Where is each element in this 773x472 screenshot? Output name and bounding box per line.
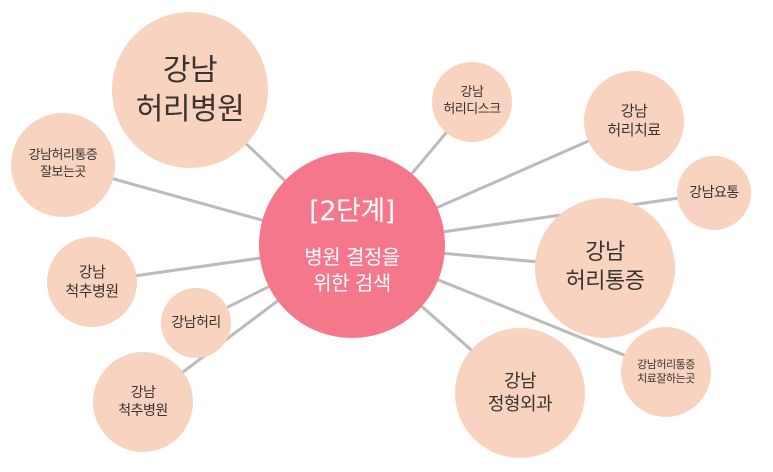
node-gangnam-back-pain: 강남 허리통증 <box>535 198 675 338</box>
center-line2: 위한 검색 <box>313 270 391 295</box>
node-gangnam-back: 강남허리 <box>161 288 231 358</box>
node-label: 강남 <box>78 262 106 281</box>
node-gangnam-back-disc: 강남 허리디스크 <box>432 62 512 142</box>
node-gangnam-lumbago: 강남요통 <box>677 156 751 230</box>
node-gangnam-spine-hospital: 강남 척추병원 <box>47 237 137 327</box>
node-gangnam-back-treatment: 강남 허리치료 <box>584 71 684 171</box>
node-label: 강남허리 <box>171 314 221 331</box>
node-gangnam-orthopedics: 강남 정형외과 <box>455 328 585 458</box>
node-label: 척추병원 <box>65 282 119 300</box>
node-label: 강남 <box>503 370 537 392</box>
center-title: [2단계] <box>309 196 395 228</box>
node-label: 강남 <box>460 85 484 101</box>
node-label: 강남요통 <box>689 184 739 201</box>
node-label: 허리병원 <box>135 92 245 127</box>
node-label: 강남 <box>585 240 625 266</box>
node-back-pain-best-treatment: 강남허리통증 치료잘하는곳 <box>621 327 711 417</box>
center-line1: 병원 결정을 <box>304 244 400 269</box>
center-node: [2단계] 병원 결정을 위한 검색 <box>259 152 445 338</box>
node-gangnam-spine-hospital-bottom: 강남 척추병원 <box>93 352 193 452</box>
node-label: 잘보는곳 <box>40 165 86 180</box>
node-label: 강남 <box>130 384 156 401</box>
node-back-pain-good-clinic: 강남허리통증 잘보는곳 <box>11 113 115 217</box>
node-label: 정형외과 <box>487 394 553 415</box>
node-label: 강남 <box>162 53 218 88</box>
node-label: 강남허리통증 <box>28 148 98 164</box>
node-label: 허리통증 <box>565 269 645 294</box>
node-gangnam-back-hospital: 강남 허리병원 <box>112 12 268 168</box>
node-label: 치료잘하는곳 <box>637 372 695 385</box>
node-label: 강남 <box>620 101 648 120</box>
node-label: 강남허리통증 <box>637 357 695 371</box>
node-label: 허리디스크 <box>443 102 501 117</box>
node-label: 허리치료 <box>607 121 661 139</box>
node-label: 척추병원 <box>118 403 168 419</box>
